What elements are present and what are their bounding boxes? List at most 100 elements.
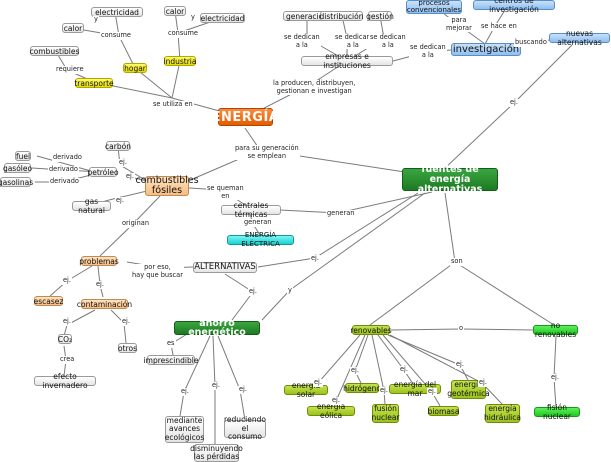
escasez-text: escasez [33, 296, 64, 306]
empresas-node[interactable]: empresas e instituciones [301, 52, 393, 70]
link-label-son: son [450, 257, 464, 266]
energia-mar-node[interactable]: energía del mar [389, 380, 441, 398]
energia-node[interactable]: ENERGÍA [212, 108, 279, 126]
link-label-y-3: y [287, 286, 293, 295]
energia-eolica-text: energía eólica [316, 402, 346, 420]
combustibles-node[interactable]: combustibles [30, 46, 79, 56]
no-renovables-text: no renovables [534, 321, 577, 339]
fusion-nuclear-node[interactable]: fusión nuclear [372, 404, 400, 423]
link-label-ej-a3: ej. [238, 385, 248, 394]
no-renovables-node[interactable]: no renovables [533, 321, 578, 339]
link-label-buscando: buscando [514, 38, 548, 47]
contaminacion-text: contaminación [76, 299, 133, 309]
calor-node-1[interactable]: calor [62, 23, 84, 33]
link-label-ej-nr: ej. [550, 373, 560, 382]
mediante-node[interactable]: mediante avances ecológicos [165, 416, 204, 443]
fuentes-node[interactable]: fuentes de energía alternativas [402, 164, 498, 194]
link-label-ej-contam: ej. [95, 280, 105, 289]
link-label-para-mejorar: para mejorar [445, 16, 473, 33]
link-label-es: es [166, 339, 176, 348]
link-label-ej-r4: ej. [379, 386, 389, 395]
link-label-ej-escasez: ej. [62, 276, 72, 285]
energia-electrica-text: ENERGÍA ELÉCTRICA [241, 231, 280, 248]
gas-natural-text: gas natural [78, 197, 105, 215]
energia-mar-text: energía del mar [393, 380, 437, 398]
energia-electrica-node[interactable]: ENERGÍA ELÉCTRICA [227, 231, 294, 248]
fision-nuclear-node[interactable]: fisión nuclear [534, 403, 580, 421]
transporte-node[interactable]: transporte [74, 78, 114, 88]
electricidad-node-1[interactable]: electricidad [91, 7, 143, 17]
reduciendo-node[interactable]: reduciendo el consumo [224, 416, 266, 441]
energia-geotermica-node[interactable]: energía geotérmica [447, 380, 490, 399]
carbon-node[interactable]: carbón [105, 141, 131, 151]
fuel-node[interactable]: fuel [15, 151, 31, 161]
distribucion-text: distribución [319, 11, 364, 21]
calor-node-2[interactable]: calor [164, 6, 186, 16]
biomasa-node[interactable]: biomasa [428, 406, 459, 416]
fuentes-text: fuentes de energía alternativas [417, 163, 483, 195]
energia-solar-node[interactable]: energía solar [284, 381, 328, 399]
energia-hidraulica-node[interactable]: energía hidráulica [484, 404, 521, 423]
link-label-o: o [458, 324, 465, 333]
combustibles-fosiles-node[interactable]: combustibles fósiles [135, 176, 199, 196]
gestion-node[interactable]: gestión [366, 11, 394, 21]
disminuyendo-node[interactable]: disminuyendo las pérdidas [190, 444, 243, 462]
imprescindible-node[interactable]: imprescindible [144, 355, 198, 365]
electricidad-text-2: electricidad [200, 13, 245, 23]
centros-node[interactable]: centros de investigación [473, 0, 555, 14]
nuevas-alternativas-node[interactable]: nuevas alternativas [549, 29, 610, 47]
energia-eolica-node[interactable]: energía eólica [307, 402, 355, 420]
reduciendo-text: reduciendo el consumo [224, 415, 266, 442]
link-label-ej-otros: ej. [121, 317, 131, 326]
industria-text: industria [163, 56, 197, 66]
problemas-node[interactable]: problemas [79, 256, 119, 266]
centrales-node[interactable]: centrales térmicas [221, 201, 281, 219]
link-label-crea: crea [59, 355, 76, 364]
gas-natural-node[interactable]: gas natural [72, 197, 111, 215]
otros-node[interactable]: otros [118, 343, 137, 353]
renovables-text: renovables [350, 325, 392, 335]
empresas-text: empresas e instituciones [323, 52, 371, 70]
link-label-consume-1: consume [100, 31, 132, 40]
procesos-node[interactable]: procesos convencionales [406, 0, 462, 14]
link-label-la-producen: la producen, distribuyen, gestionan e in… [272, 79, 357, 96]
link-label-se-hace-en: se hace en [480, 22, 518, 31]
link-label-ej-a2: ej. [211, 381, 221, 390]
hogar-text: hogar [124, 63, 146, 73]
hidrogeno-text: hidrógeno [343, 383, 381, 393]
link-label-ej-r5: ej. [399, 365, 409, 374]
link-label-originan: originan [121, 219, 150, 228]
link-label-ej-r7: ej. [455, 360, 465, 369]
link-label-generan-1: generan [243, 218, 273, 227]
link-label-generan-2: generan [326, 209, 356, 218]
ahorro-node[interactable]: ahorro energético [174, 319, 260, 337]
link-label-ej-ahorro: ej. [248, 287, 258, 296]
alternativas-text: ALTERNATIVAS [194, 262, 256, 272]
petroleo-node[interactable]: petróleo [87, 167, 119, 177]
calor-text-2: calor [165, 6, 185, 16]
renovables-node[interactable]: renovables [350, 325, 392, 335]
hidrogeno-node[interactable]: hidrógeno [343, 383, 381, 393]
distribucion-node[interactable]: distribución [320, 11, 363, 21]
contaminacion-node[interactable]: contaminación [77, 299, 132, 309]
gasoleo-node[interactable]: gasóleo [2, 163, 33, 173]
gasolinas-node[interactable]: gasolinas [0, 177, 33, 187]
escasez-node[interactable]: escasez [34, 296, 63, 306]
hogar-node[interactable]: hogar [123, 63, 147, 73]
link-label-se-dedican-4: se dedican a la [409, 43, 447, 60]
electricidad-node-2[interactable]: electricidad [200, 13, 245, 23]
investigacion-node[interactable]: investigación [451, 43, 521, 56]
energia-hidraulica-text: energía hidráulica [484, 404, 521, 422]
gestion-text: gestión [366, 11, 394, 21]
gasoleo-text: gasóleo [2, 163, 33, 173]
co2-node[interactable]: CO₂ [58, 334, 72, 344]
procesos-text: procesos convencionales [406, 0, 462, 14]
industria-node[interactable]: industria [164, 56, 196, 66]
alternativas-node[interactable]: ALTERNATIVAS [193, 262, 257, 273]
link-label-se-dedican-1: se dedican a la [283, 33, 321, 50]
fision-nuclear-text: fisión nuclear [542, 403, 571, 421]
efecto-node[interactable]: efecto invernadero [34, 372, 96, 390]
link-label-derivado-2: derivado [48, 165, 79, 174]
link-label-ej-r6: ej. [427, 387, 437, 396]
link-label-ej-nuevas: ej. [509, 98, 519, 107]
